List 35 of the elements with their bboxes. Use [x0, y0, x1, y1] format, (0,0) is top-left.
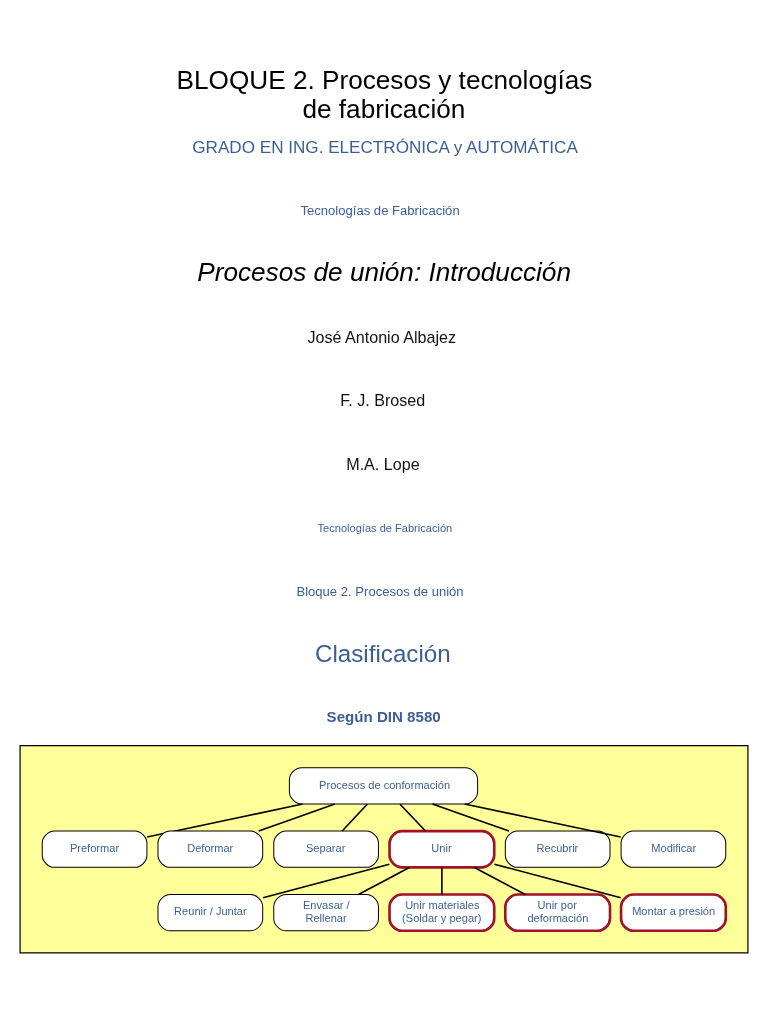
- node-box: Recubrir: [504, 830, 611, 868]
- connector: [146, 802, 304, 838]
- connector: [357, 866, 411, 895]
- cluster: [19, 744, 749, 954]
- node-box: Reunir / Juntar: [157, 893, 264, 931]
- label: M.A. Lope: [346, 454, 420, 473]
- label: GRADO EN ING. ELECTRÓNICA y AUTOMÁTICA: [192, 137, 578, 157]
- connector: [441, 866, 443, 895]
- node-box: Preformar: [41, 830, 148, 868]
- connector: [493, 862, 622, 898]
- node-box: Unir por deformación: [504, 892, 612, 932]
- node-box: Envasar / Rellenar: [273, 893, 379, 931]
- node-box: Modificar: [620, 830, 727, 868]
- label: Según DIN 8580: [326, 707, 441, 725]
- label: F. J. Brosed: [340, 390, 426, 409]
- node-box: Unir materiales (Soldar y pegar): [388, 892, 496, 932]
- label: Procesos de unión: Introducción: [197, 256, 571, 287]
- connector: [257, 802, 336, 832]
- label: Clasificación: [315, 639, 451, 667]
- node-box: Deformar: [157, 830, 264, 868]
- label: José Antonio Albajez: [307, 327, 457, 346]
- connector: [473, 866, 527, 895]
- node-box: Unir: [388, 829, 496, 869]
- diagram-title: BLOQUE 2. Procesos y tecnologías de fabricación: [176, 64, 593, 124]
- node-box: Separar: [273, 830, 379, 868]
- connector: [341, 802, 368, 832]
- connector: [399, 802, 427, 832]
- node-box: Procesos de conformación: [288, 766, 479, 804]
- label: Tecnologías de Fabricación: [317, 521, 453, 534]
- label: Bloque 2. Procesos de unión: [296, 583, 464, 599]
- connector: [262, 862, 391, 898]
- connector: [463, 802, 622, 838]
- node-box: Montar a presión: [619, 892, 728, 932]
- connector: [431, 802, 510, 832]
- label: Tecnologías de Fabricación: [300, 202, 460, 218]
